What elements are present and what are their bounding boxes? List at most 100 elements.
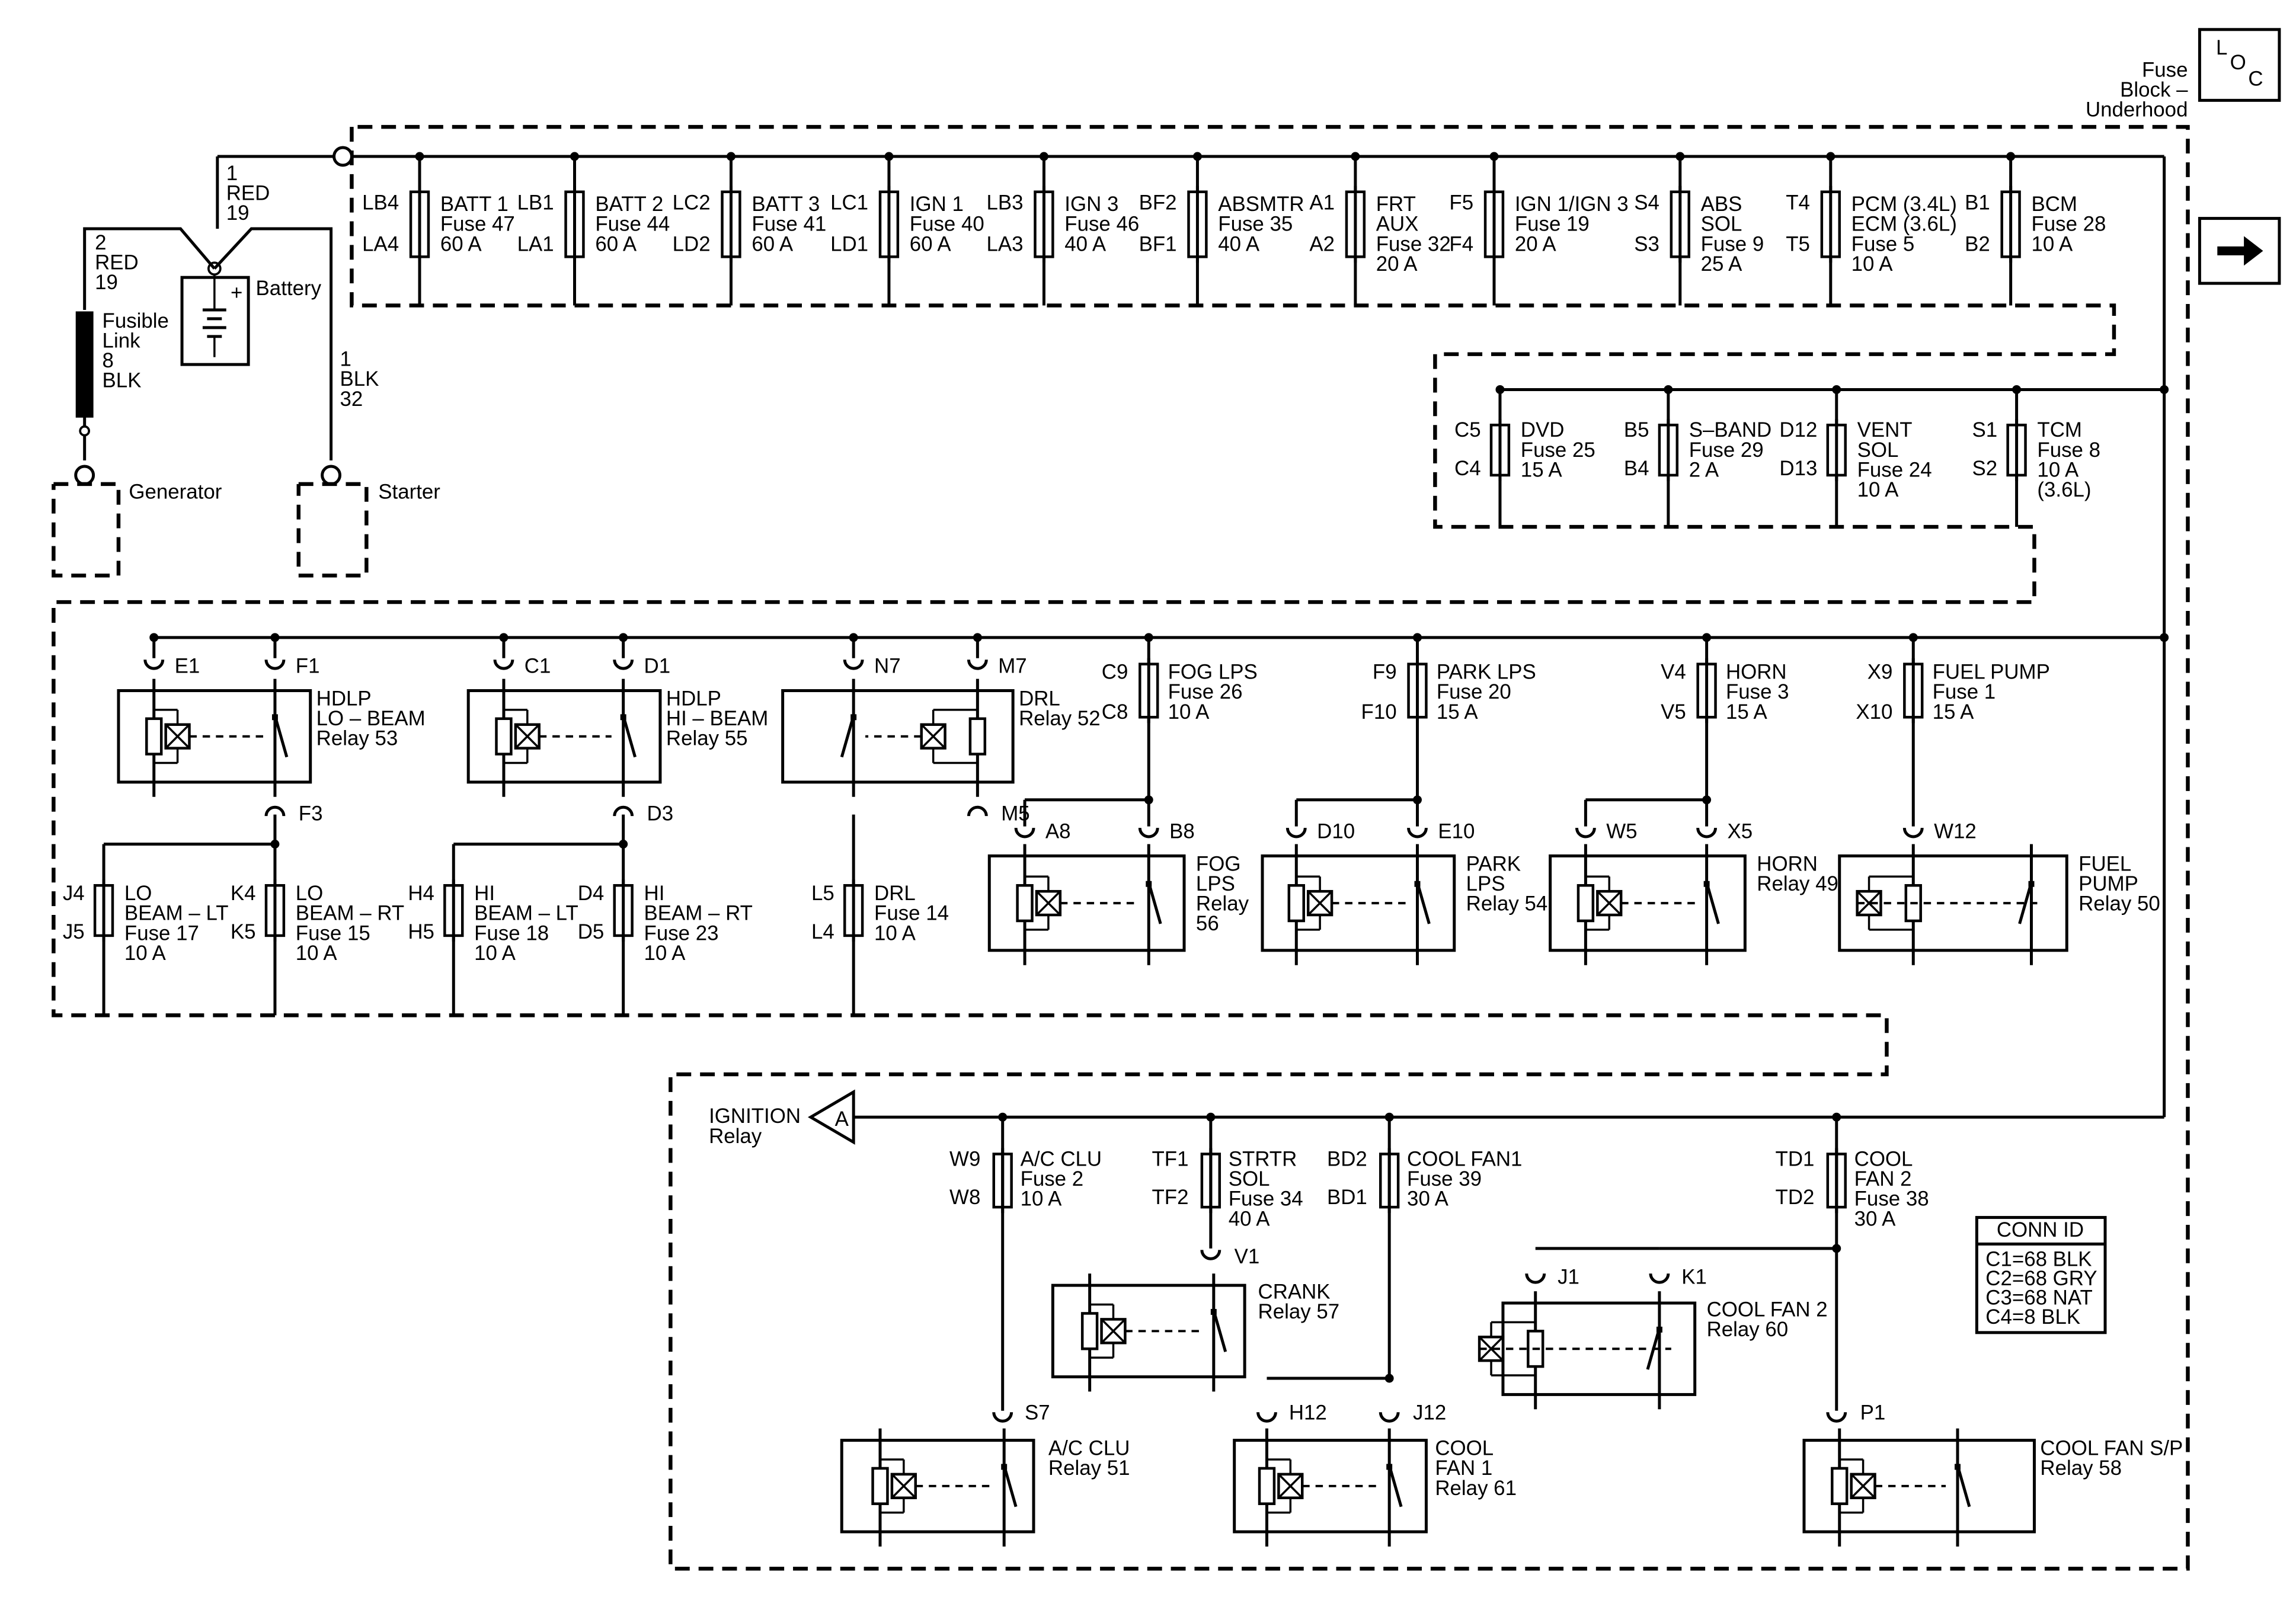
loc-letter: C [2248,67,2263,90]
pin-label: H12 [1289,1401,1327,1425]
pin-label: D1 [644,655,671,678]
bus-splice [1413,633,1422,642]
relay-switch-blade [1002,1465,1018,1507]
relay-switch-contact [2028,881,2035,887]
cavity-label: A1 [1309,191,1335,215]
cavity-label: S3 [1634,232,1659,255]
relay-label: FUEL [2078,852,2131,875]
cavity-label: D12 [1779,418,1817,441]
cavity-label: BF2 [1139,191,1177,215]
pin-label: D10 [1317,820,1355,843]
relay-diode-resistor [495,717,513,756]
cavity-label: TF1 [1152,1147,1189,1170]
battery-plus: + [231,281,242,305]
conn-id-row: C3=68 NAT [1985,1286,2093,1309]
fuse-label: PARK LPS [1437,661,1536,684]
cavity-label: LA4 [362,232,399,255]
fuse-label: FRT [1376,193,1416,216]
fuse-label: Fuse 18 [474,921,549,945]
fuse-label: ECM (3.6L) [1851,213,1957,236]
relay-label: Relay 53 [316,727,398,750]
fuse-label: DVD [1521,418,1565,441]
relay-label: Relay 52 [1019,707,1101,730]
connector-terminal [613,659,634,670]
connector-terminal [967,659,988,670]
fuse-label: BATT 3 [752,193,820,216]
relay-label: DRL [1019,687,1060,710]
fuse-block-title: Underhood [2086,98,2188,121]
fuse-label: 10 A [874,921,916,945]
relay-coil-cross [165,724,190,749]
relay-label: HORN [1757,852,1818,875]
cavity-label: D4 [578,882,605,905]
pin-label: F1 [296,655,320,678]
fuse-label: 10 A [474,942,516,965]
fuse-label: Fuse 38 [1854,1188,1929,1211]
relay-box [1549,854,1747,952]
pin-label: E1 [175,655,200,678]
fuse-label: 10 A [1851,252,1894,276]
cavity-label: C8 [1102,700,1128,724]
relay-label: Relay 61 [1435,1477,1517,1500]
bus-splice [149,633,159,642]
wire-label: 19 [226,201,250,225]
cavity-label: L5 [811,882,834,905]
relay-switch-contact [1703,881,1710,887]
relay-box [781,689,1015,784]
connector-terminal [1407,827,1428,838]
relay-label: Relay 60 [1707,1318,1789,1341]
relay-label: COOL FAN S/P [2040,1437,2183,1460]
relay-label: Relay [1196,892,1249,916]
fuse-label: 15 A [1933,700,1975,724]
fuse-label: Fuse 15 [296,921,370,945]
relay-label: HI – BEAM [666,707,768,730]
cavity-label: C5 [1454,418,1481,441]
relay-switch-blade [1416,882,1431,924]
connector-terminal [143,659,165,670]
connector-terminal [264,805,286,817]
fuse-label: S–BAND [1689,418,1772,441]
fuse-label: STRTR [1229,1147,1297,1170]
pin-label: E10 [1438,820,1475,843]
fuse-label: Fuse 24 [1857,458,1932,481]
loc-box [2198,28,2281,102]
bus-splice [1908,633,1918,642]
bus-terminal [332,146,353,167]
relay-coil-cross [1850,1473,1876,1499]
wire-label: RED [95,251,139,274]
fuse-label: 10 A [2037,458,2079,481]
fuse-label: Fuse 46 [1064,213,1139,236]
relay-label: FAN 1 [1435,1457,1492,1480]
fuse-label: 60 A [910,232,952,255]
fuse-label: 25 A [1701,252,1743,276]
pin-label: F3 [299,802,323,825]
relay-coil-cross [1478,1336,1504,1362]
generator-label: Generator [129,481,222,504]
relay-switch-contact [850,714,857,721]
fuse-label: SOL [1229,1167,1270,1190]
relay-box [466,689,662,784]
connector-terminal [493,659,514,670]
relay-coil-cross [920,724,946,749]
wire-label: 1 [340,348,351,371]
fuse-label: Fuse 40 [910,213,984,236]
connector-terminal [613,805,634,817]
fuse-label: Fuse 35 [1218,213,1293,236]
connector-terminal [1902,827,1924,838]
fuse-label: Fuse 19 [1515,213,1590,236]
relay-diode-resistor [1831,1467,1849,1505]
relay-diode-resistor [1080,1312,1099,1350]
connector-terminal [1138,827,1159,838]
cavity-label: W9 [949,1147,980,1170]
fuse-label: 40 A [1064,232,1107,255]
relay-coil-cross [891,1473,916,1499]
cavity-label: W8 [949,1186,980,1209]
relay-coil-cross [1035,890,1061,916]
relay-switch-contact [1414,881,1421,887]
fuse-label: 10 A [2031,232,2073,255]
fuse-label: 10 A [296,942,338,965]
bus-splice [1702,633,1712,642]
relay-coil-cross [1307,890,1333,916]
relay-label: COOL FAN 2 [1707,1298,1828,1321]
